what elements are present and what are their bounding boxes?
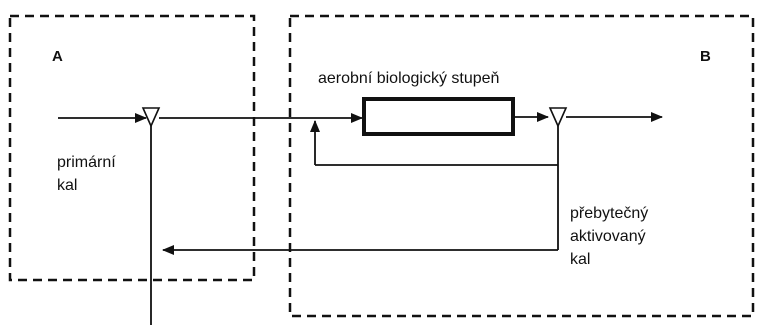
primary-sludge-label-line1: primární [57, 154, 116, 171]
zone-b-boundary [288, 14, 755, 318]
excess-sludge-label-line3: kal [570, 251, 590, 268]
primary-sludge-label-line2: kal [57, 177, 77, 194]
zone-b-letter: B [700, 48, 711, 65]
excess-sludge-label-line1: přebytečný [570, 205, 648, 222]
excess-sludge-label: přebytečný aktivovaný kal [570, 205, 653, 268]
primary-sludge-label: primární kal [57, 154, 120, 194]
zone-a-letter: A [52, 48, 63, 65]
excess-sludge-label-line2: aktivovaný [570, 228, 646, 245]
aerobic-stage-label: aerobní biologický stupeň [318, 70, 499, 87]
zone-a-boundary [8, 14, 256, 282]
secondary-clarifier-triangle [548, 107, 568, 128]
aerobic-stage-reactor [362, 97, 515, 136]
primary-clarifier-triangle [141, 107, 161, 128]
